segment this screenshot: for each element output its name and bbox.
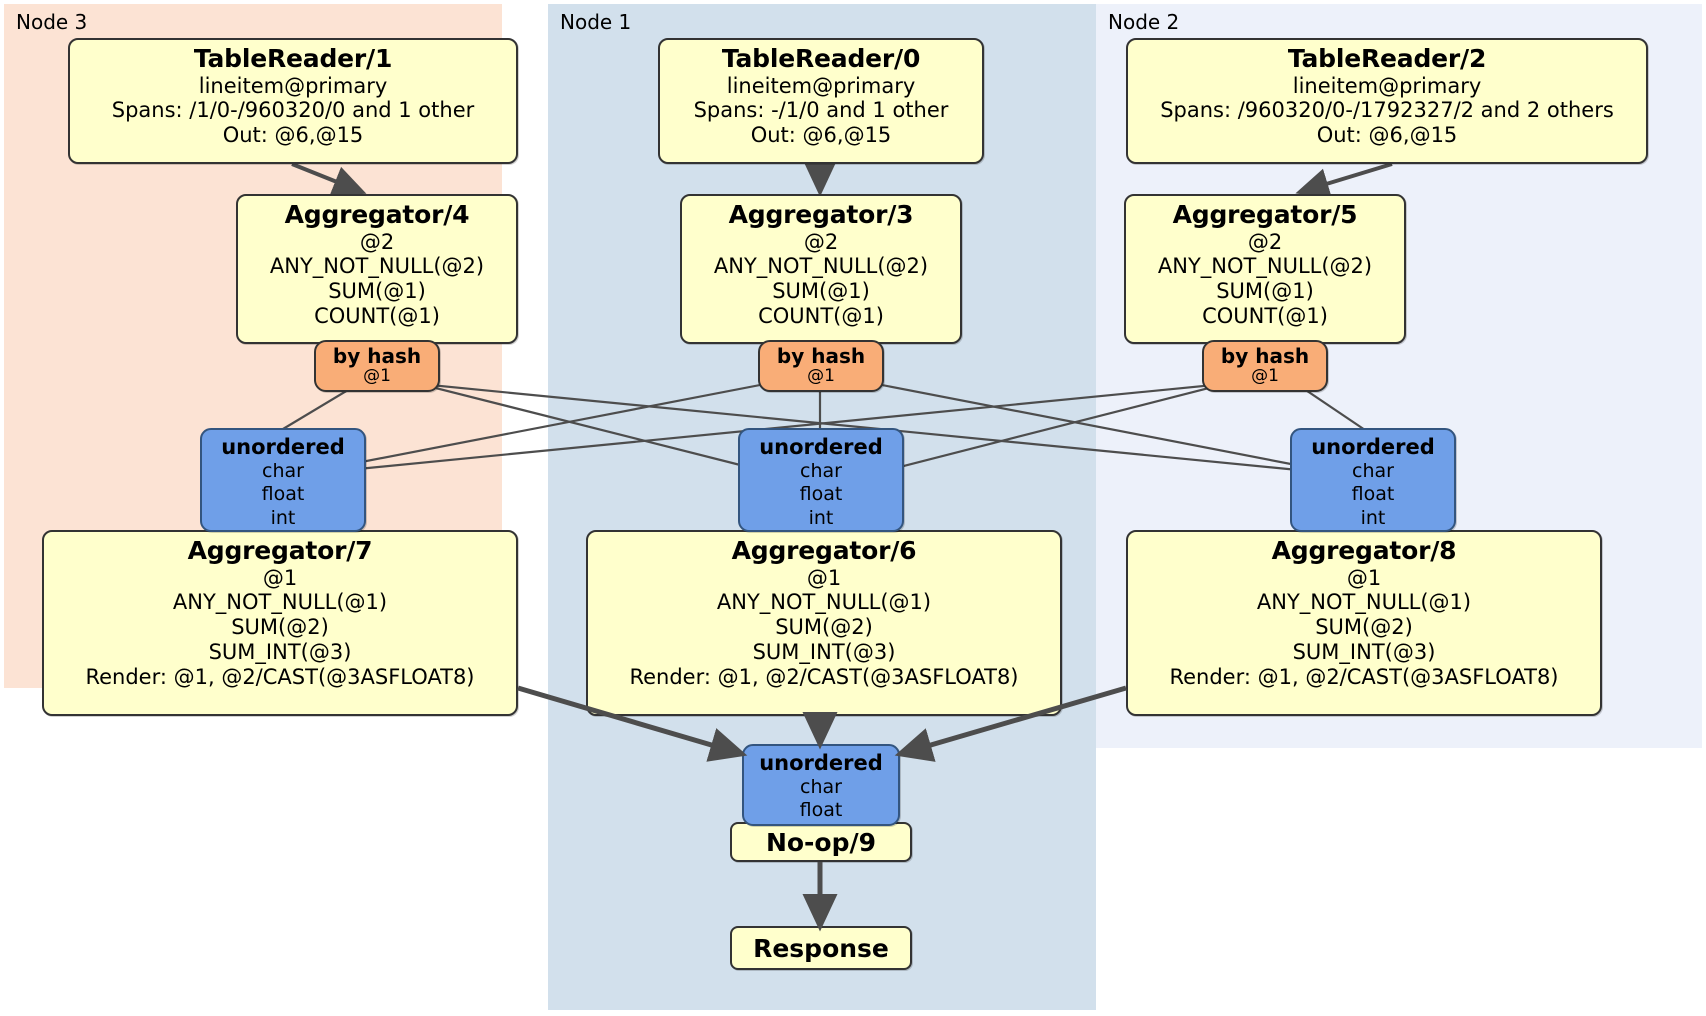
receiver-title: unordered — [221, 435, 345, 459]
processor-box-aggregator-8[interactable]: Aggregator/8 @1 ANY_NOT_NULL(@1) SUM(@2)… — [1126, 530, 1602, 716]
processor-line: @2 — [359, 229, 395, 254]
processor-line: SUM(@1) — [772, 279, 870, 304]
processor-line: Render: @1, @2/CAST(@3ASFLOAT8) — [629, 664, 1019, 689]
receiver-line: float — [799, 799, 843, 822]
processor-line: ANY_NOT_NULL(@1) — [716, 590, 932, 615]
processor-line: SUM_INT(@3) — [208, 639, 352, 664]
processor-line: lineitem@primary — [1292, 73, 1482, 98]
router-title: by hash — [332, 344, 422, 368]
processor-line: SUM(@1) — [328, 279, 426, 304]
router-line: @1 — [807, 366, 835, 386]
processor-line: @1 — [806, 565, 842, 590]
processor-line: ANY_NOT_NULL(@2) — [1157, 254, 1373, 279]
receiver-title: unordered — [1311, 435, 1435, 459]
router-by-hash-right[interactable]: by hash @1 — [1202, 340, 1328, 392]
router-by-hash-center[interactable]: by hash @1 — [758, 340, 884, 392]
receiver-unordered-center[interactable]: unordered char float int — [738, 428, 904, 532]
router-line: @1 — [363, 366, 391, 386]
response-label: Response — [753, 933, 889, 963]
processor-title: Aggregator/3 — [728, 200, 914, 229]
receiver-line: char — [262, 460, 304, 483]
receiver-line: int — [270, 506, 296, 529]
processor-line: COUNT(@1) — [758, 303, 884, 328]
processor-line: @2 — [803, 229, 839, 254]
receiver-title: unordered — [759, 435, 883, 459]
receiver-unordered-left[interactable]: unordered char float int — [200, 428, 366, 532]
processor-line: Out: @6,@15 — [222, 123, 364, 148]
processor-line: ANY_NOT_NULL(@1) — [1256, 590, 1472, 615]
node-panel-label-node1: Node 1 — [560, 10, 632, 34]
processor-box-tablereader-0[interactable]: TableReader/0 lineitem@primary Spans: -/… — [658, 38, 984, 164]
processor-line: SUM(@2) — [1315, 615, 1413, 640]
processor-line: ANY_NOT_NULL(@1) — [172, 590, 388, 615]
processor-title: TableReader/0 — [721, 44, 921, 73]
processor-box-aggregator-7[interactable]: Aggregator/7 @1 ANY_NOT_NULL(@1) SUM(@2)… — [42, 530, 518, 716]
processor-line: SUM(@1) — [1216, 279, 1314, 304]
processor-title: Aggregator/5 — [1172, 200, 1358, 229]
processor-line: Spans: /1/0-/960320/0 and 1 other — [111, 98, 475, 123]
processor-title: Aggregator/4 — [284, 200, 470, 229]
receiver-line: char — [800, 460, 842, 483]
processor-line: COUNT(@1) — [1202, 303, 1328, 328]
processor-box-aggregator-3[interactable]: Aggregator/3 @2 ANY_NOT_NULL(@2) SUM(@1)… — [680, 194, 962, 344]
receiver-line: float — [261, 483, 305, 506]
receiver-unordered-right[interactable]: unordered char float int — [1290, 428, 1456, 532]
processor-line: lineitem@primary — [726, 73, 916, 98]
processor-title: TableReader/1 — [193, 44, 393, 73]
processor-line: @1 — [1346, 565, 1382, 590]
response-box[interactable]: Response — [730, 926, 912, 970]
processor-title: Aggregator/8 — [1271, 536, 1457, 565]
receiver-line: float — [1351, 483, 1395, 506]
processor-line: @1 — [262, 565, 298, 590]
processor-box-aggregator-4[interactable]: Aggregator/4 @2 ANY_NOT_NULL(@2) SUM(@1)… — [236, 194, 518, 344]
processor-box-noop-9[interactable]: No-op/9 — [730, 822, 912, 862]
processor-box-aggregator-5[interactable]: Aggregator/5 @2 ANY_NOT_NULL(@2) SUM(@1)… — [1124, 194, 1406, 344]
receiver-line: int — [808, 506, 834, 529]
processor-line: @2 — [1247, 229, 1283, 254]
processor-line: ANY_NOT_NULL(@2) — [269, 254, 485, 279]
processor-line: Render: @1, @2/CAST(@3ASFLOAT8) — [1169, 664, 1559, 689]
node-panel-label-node2: Node 2 — [1108, 10, 1180, 34]
processor-line: SUM_INT(@3) — [1292, 639, 1436, 664]
receiver-line: char — [1352, 460, 1394, 483]
processor-title: Aggregator/6 — [731, 536, 917, 565]
processor-title: No-op/9 — [765, 827, 877, 857]
receiver-line: char — [800, 776, 842, 799]
processor-line: Spans: -/1/0 and 1 other — [693, 98, 949, 123]
receiver-line: int — [1360, 506, 1386, 529]
processor-line: SUM(@2) — [775, 615, 873, 640]
processor-line: SUM(@2) — [231, 615, 329, 640]
processor-box-tablereader-2[interactable]: TableReader/2 lineitem@primary Spans: /9… — [1126, 38, 1648, 164]
router-line: @1 — [1251, 366, 1279, 386]
router-title: by hash — [776, 344, 866, 368]
processor-line: SUM_INT(@3) — [752, 639, 896, 664]
node-panel-label-node3: Node 3 — [16, 10, 88, 34]
processor-line: COUNT(@1) — [314, 303, 440, 328]
processor-line: Out: @6,@15 — [750, 123, 892, 148]
receiver-line: float — [799, 483, 843, 506]
processor-line: ANY_NOT_NULL(@2) — [713, 254, 929, 279]
router-by-hash-left[interactable]: by hash @1 — [314, 340, 440, 392]
processor-box-tablereader-1[interactable]: TableReader/1 lineitem@primary Spans: /1… — [68, 38, 518, 164]
receiver-unordered-final[interactable]: unordered char float — [742, 744, 900, 826]
processor-line: Out: @6,@15 — [1316, 123, 1458, 148]
processor-line: Render: @1, @2/CAST(@3ASFLOAT8) — [85, 664, 475, 689]
processor-title: Aggregator/7 — [187, 536, 373, 565]
router-title: by hash — [1220, 344, 1310, 368]
processor-box-aggregator-6[interactable]: Aggregator/6 @1 ANY_NOT_NULL(@1) SUM(@2)… — [586, 530, 1062, 716]
processor-line: Spans: /960320/0-/1792327/2 and 2 others — [1160, 98, 1614, 123]
receiver-title: unordered — [759, 751, 883, 775]
processor-line: lineitem@primary — [198, 73, 388, 98]
processor-title: TableReader/2 — [1287, 44, 1487, 73]
